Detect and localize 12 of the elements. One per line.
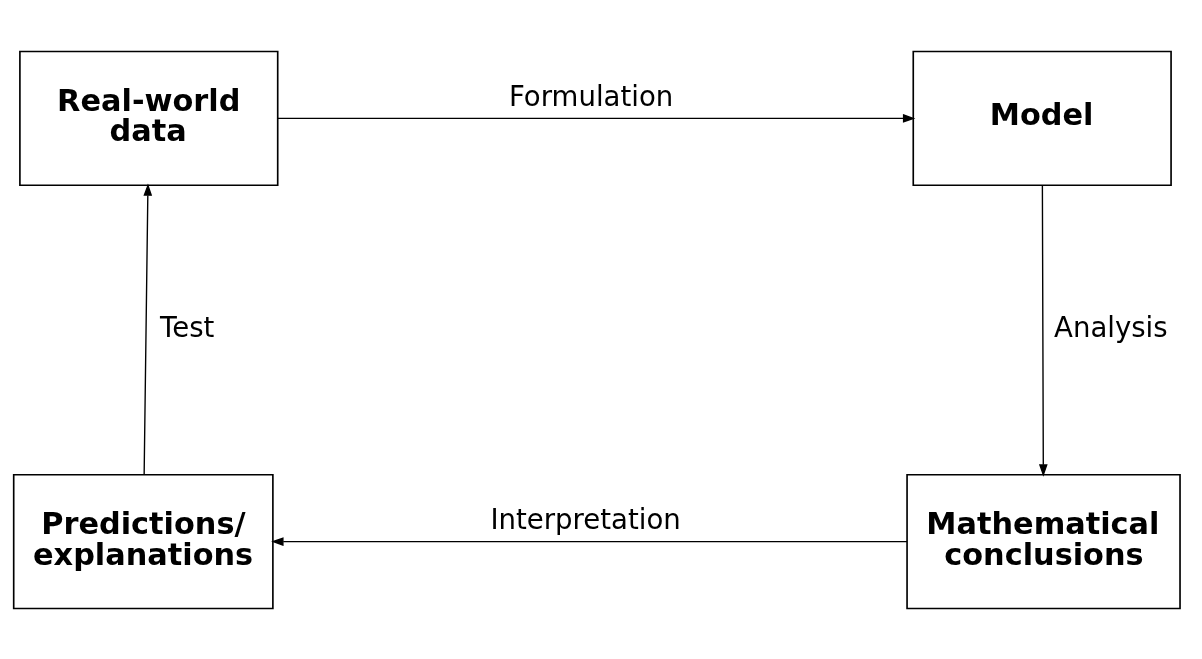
edge-label: Formulation xyxy=(508,79,674,113)
arrow xyxy=(143,182,153,475)
edge-label: Interpretation xyxy=(490,502,681,536)
node-box: Predictions/ explanations xyxy=(12,473,274,609)
arrow xyxy=(271,536,908,546)
arrow xyxy=(1038,184,1048,477)
node-box: Model xyxy=(912,50,1172,186)
arrow xyxy=(277,113,916,123)
edge-label: Test xyxy=(160,310,215,344)
node-box: Mathematical conclusions xyxy=(906,473,1181,609)
node-box: Real-world data xyxy=(19,50,279,186)
edge-label: Analysis xyxy=(1054,310,1168,344)
